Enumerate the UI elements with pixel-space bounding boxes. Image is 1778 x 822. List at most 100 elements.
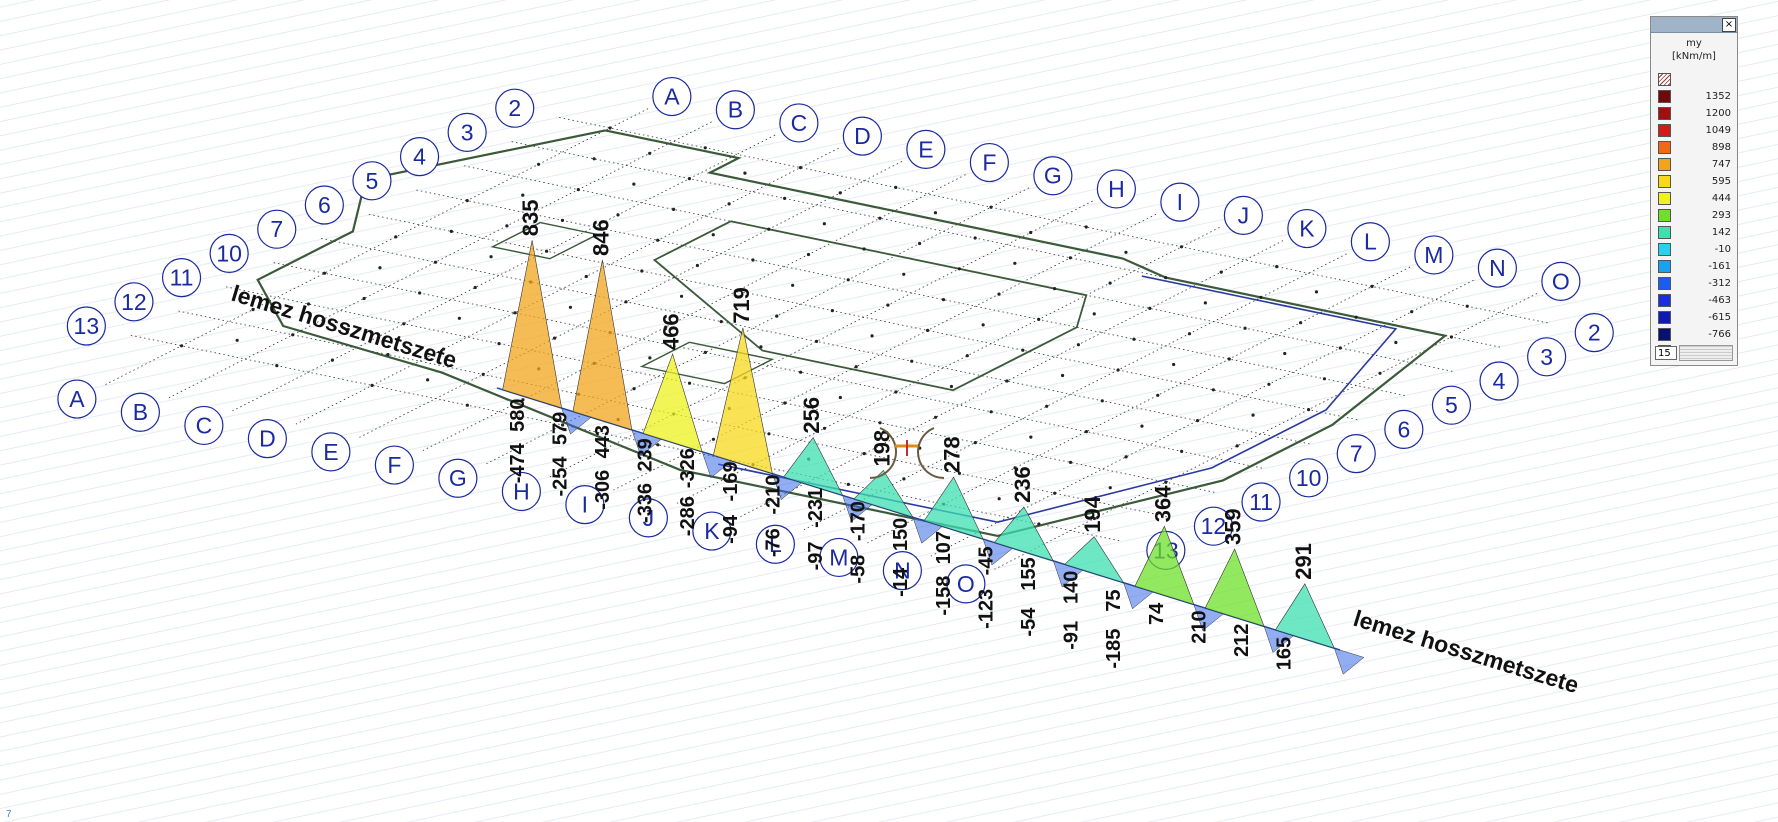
axis-bubble-circle <box>1479 361 1519 401</box>
mesh-node <box>1116 368 1120 372</box>
legend-value: 1352 <box>1705 91 1731 102</box>
axis-bubble-letter-bottom: O <box>946 564 986 604</box>
axis-bubble-label: 7 <box>1350 441 1363 467</box>
axis-bubble-label: 6 <box>318 192 331 218</box>
axis-bubble-number-left: 11 <box>161 258 202 298</box>
axis-bubble-label: F <box>982 150 996 176</box>
legend-step-input[interactable] <box>1655 346 1677 360</box>
axis-bubble-letter-top: M <box>1414 235 1454 275</box>
axis-bubble-label: B <box>133 399 148 425</box>
mesh-node <box>1267 382 1271 386</box>
axis-bubble-label: 3 <box>461 119 474 145</box>
mesh-node <box>592 157 596 161</box>
mesh-node <box>822 426 827 430</box>
axis-bubble-letter-top: I <box>1160 182 1200 222</box>
moment-value-label: -474 <box>507 442 529 483</box>
moment-value-label: -306 <box>592 470 614 510</box>
mesh-node <box>1108 281 1112 285</box>
mesh-node <box>671 207 676 211</box>
axis-bubble-circle <box>1096 169 1136 209</box>
legend-swatch <box>1658 226 1671 239</box>
mesh-node <box>711 233 715 237</box>
mesh-node <box>656 443 660 447</box>
moment-peak-value: 256 <box>799 397 824 434</box>
mesh-node <box>886 303 890 307</box>
legend-item: 898 <box>1651 139 1737 156</box>
legend-swatch <box>1658 124 1671 137</box>
mesh-node <box>941 298 946 302</box>
axis-bubble-circle <box>715 90 755 130</box>
legend-upper-overflow <box>1651 71 1737 88</box>
mesh-node <box>1275 265 1279 269</box>
mesh-node <box>687 177 692 181</box>
legend-swatch <box>1658 243 1671 256</box>
mesh-node <box>1092 312 1096 316</box>
legend-step-control[interactable] <box>1655 345 1733 361</box>
axis-bubble-letter-bottom: B <box>120 392 160 432</box>
mesh-node <box>378 266 382 270</box>
mesh-node <box>679 294 684 298</box>
axis-bubble-letter-bottom: L <box>755 524 795 564</box>
mesh-node <box>997 497 1001 501</box>
mesh-node <box>481 372 485 376</box>
slab-outline-wall <box>256 129 1448 538</box>
mesh-node <box>521 398 525 402</box>
axis-bubble-circle <box>161 258 202 298</box>
mesh-node <box>505 224 509 228</box>
moment-value-label: -14 <box>890 567 912 597</box>
mesh-node <box>1076 343 1080 347</box>
mesh-node <box>1140 424 1144 428</box>
axis-bubble-circle <box>1033 156 1073 196</box>
axis-bubble-number-right: 11 <box>1241 482 1281 522</box>
axis-bubble-letter-bottom: E <box>311 432 351 472</box>
legend-step-slider[interactable] <box>1679 345 1733 361</box>
axis-bubble-letter-top: O <box>1541 261 1581 301</box>
mesh-node <box>330 358 334 362</box>
mesh-node <box>894 390 898 394</box>
mesh-node <box>973 236 977 240</box>
mesh-node <box>235 338 239 342</box>
axis-bubble-letter-top: D <box>842 116 882 156</box>
mesh-node <box>632 387 636 391</box>
mesh-node <box>743 171 747 175</box>
moment-peak-value: 194 <box>1080 495 1105 532</box>
mesh-node <box>1164 276 1168 280</box>
mesh-node <box>1259 295 1263 299</box>
moment-value-label: -54 <box>1018 607 1040 637</box>
axis-bubble-circle <box>1574 313 1614 353</box>
mesh-node <box>1053 491 1057 495</box>
axis-bubble-circle <box>906 129 946 169</box>
moment-value-label: -76 <box>762 528 784 557</box>
axis-bubble-letter-bottom: N <box>882 551 922 591</box>
moment-value-label: -231 <box>805 488 827 528</box>
axis-bubble-circle <box>184 405 224 446</box>
legend-swatch <box>1658 192 1671 205</box>
axis-bubble-label: 10 <box>216 240 242 266</box>
mesh-node <box>703 350 708 354</box>
axis-bubble-label: D <box>854 123 871 149</box>
axis-bubble-number-right: 12 <box>1193 506 1234 546</box>
mesh-node <box>291 333 295 337</box>
axis-bubble-circle <box>209 233 249 273</box>
axis-bubble-label: N <box>894 558 911 584</box>
moment-peak <box>1204 548 1265 627</box>
rotation-gizmo <box>869 427 945 479</box>
mesh-node <box>1092 516 1096 521</box>
mesh-node <box>545 249 549 253</box>
axis-bubble-circle <box>946 564 986 604</box>
axis-bubble-number-left: 7 <box>257 209 297 249</box>
axis-bubble-label: 2 <box>508 95 521 121</box>
mesh-node <box>1013 466 1017 470</box>
legend-titlebar[interactable]: × <box>1651 17 1737 33</box>
axis-bubble-circle <box>257 209 297 249</box>
axis-bubble-number-right: 5 <box>1431 385 1472 425</box>
close-icon[interactable]: × <box>1722 18 1736 32</box>
moment-value-label: -58 <box>848 555 870 584</box>
mesh-node <box>473 285 477 290</box>
mesh-node <box>910 359 914 363</box>
legend-swatch <box>1658 209 1671 222</box>
mesh-node <box>1005 379 1009 383</box>
axis-bubble-circle <box>352 161 392 201</box>
moment-peak <box>853 469 914 518</box>
